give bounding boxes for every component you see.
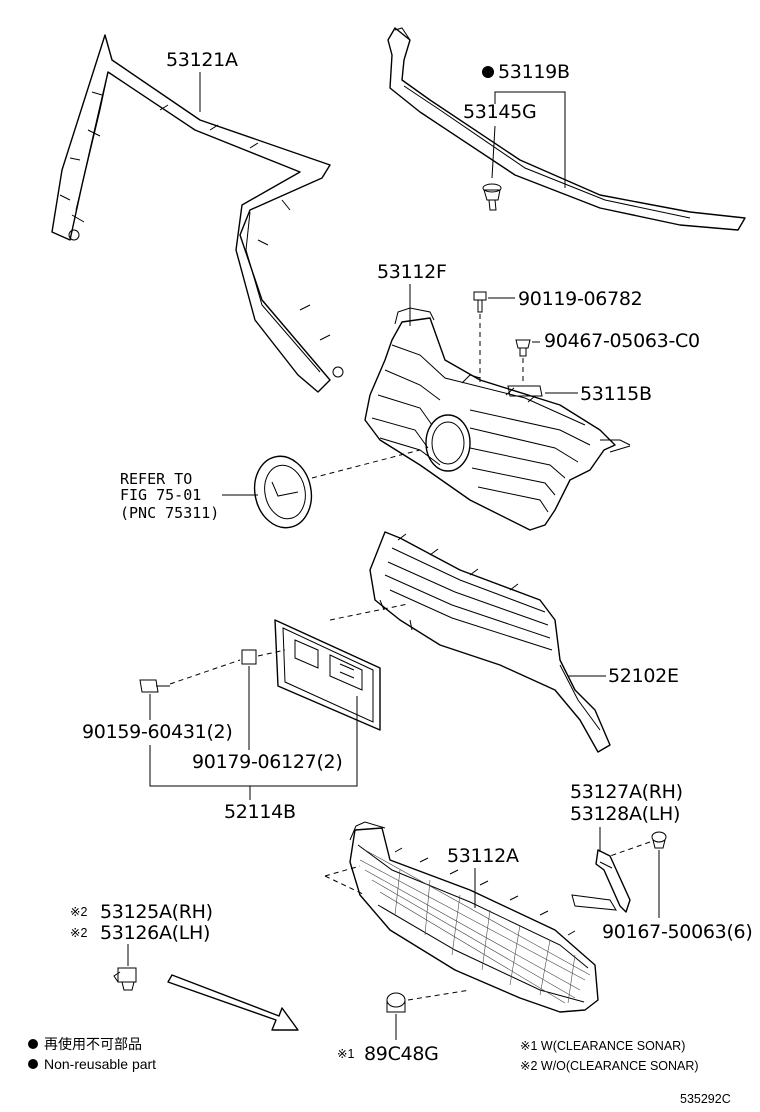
- direction-arrow-icon: [167, 974, 299, 1031]
- label-53119B: 53119B: [498, 61, 570, 83]
- label-53112F: 53112F: [377, 261, 447, 283]
- label-90467: 90467-05063-C0: [544, 330, 700, 352]
- label-53112F-group: 53112F: [377, 261, 447, 326]
- clip-90167: 90167-50063(6): [602, 831, 753, 943]
- nut-90179-icon: [241, 649, 257, 665]
- label-53115B: 53115B: [580, 383, 652, 405]
- clip-90167-icon: [651, 831, 667, 843]
- bracket-53115B: 53115B: [507, 383, 652, 405]
- label-90119: 90119-06782: [518, 288, 642, 310]
- bolt-90159-icon: [139, 679, 159, 693]
- label-53121A: 53121A: [166, 49, 238, 71]
- upper-molding-strip: [387, 27, 746, 231]
- emblem: [253, 449, 421, 529]
- label-53125A: 53125A(RH): [100, 901, 213, 923]
- clip-icon: [515, 339, 531, 357]
- note-2: ※2 W/O(CLEARANCE SONAR): [520, 1059, 699, 1073]
- bracket-icon: [507, 385, 543, 397]
- legend-en: Non-reusable part: [44, 1056, 156, 1072]
- label-53121A-group: 53121A: [166, 49, 238, 112]
- label-53112A: 53112A: [447, 845, 519, 867]
- label-53128A: 53128A(LH): [570, 803, 680, 825]
- mark-1: ※1: [337, 1047, 354, 1061]
- legend-dot-icon: [28, 1039, 38, 1049]
- clip-90467: 90467-05063-C0: [515, 330, 700, 385]
- sonar-sensor: ※1 89C48G: [337, 992, 439, 1065]
- label-53119B-group: 53119B 53145G: [463, 61, 570, 211]
- bolt-90119: 90119-06782: [473, 288, 643, 382]
- legend-jp: 再使用不可部品: [44, 1036, 142, 1052]
- refer-line3: (PNC 75311): [120, 504, 219, 522]
- cap-53125A: ※2 53125A(RH) ※2 53126A(LH): [70, 901, 213, 991]
- mark-2a: ※2: [70, 905, 87, 919]
- label-52114B: 52114B: [224, 801, 296, 823]
- upper-grille-molding: [51, 34, 344, 393]
- label-53126A: 53126A(LH): [100, 922, 210, 944]
- note-1: ※1 W(CLEARANCE SONAR): [520, 1039, 685, 1053]
- refer-line2: FIG 75-01: [120, 486, 201, 504]
- main-grille: [364, 307, 631, 531]
- cap-icon: [117, 967, 137, 991]
- lower-fascia: [369, 531, 611, 753]
- fasteners-52114B: 90159-60431(2) 90179-06127(2) 52114B: [82, 649, 358, 823]
- label-90179: 90179-06127(2): [192, 751, 342, 773]
- legend: 再使用不可部品 Non-reusable part: [28, 1036, 156, 1072]
- notes: ※1 W(CLEARANCE SONAR) ※2 W/O(CLEARANCE S…: [520, 1039, 699, 1073]
- mark-2b: ※2: [70, 926, 87, 940]
- lower-mesh-grille: [324, 821, 599, 1013]
- legend-dot-icon: [28, 1059, 38, 1069]
- clip-53145G-icon: [483, 189, 501, 211]
- non-reusable-dot-icon: [482, 66, 494, 78]
- label-53112A-group: 53112A: [447, 845, 519, 908]
- label-90159: 90159-60431(2): [82, 721, 232, 743]
- label-53145G: 53145G: [463, 101, 536, 123]
- label-52102E-group: 52102E: [568, 665, 679, 687]
- label-90167: 90167-50063(6): [602, 921, 752, 943]
- side-bracket: 53127A(RH) 53128A(LH): [570, 781, 683, 913]
- label-89C48G: 89C48G: [364, 1043, 439, 1065]
- label-53127A: 53127A(RH): [570, 781, 683, 803]
- sensor-icon: [386, 992, 406, 1008]
- refer-to-note: REFER TO FIG 75-01 (PNC 75311): [120, 470, 258, 522]
- bolt-icon: [473, 291, 487, 313]
- label-52102E: 52102E: [608, 665, 679, 687]
- figure-code: 535292C: [680, 1092, 731, 1106]
- license-bracket: [274, 603, 409, 731]
- refer-line1: REFER TO: [120, 470, 192, 488]
